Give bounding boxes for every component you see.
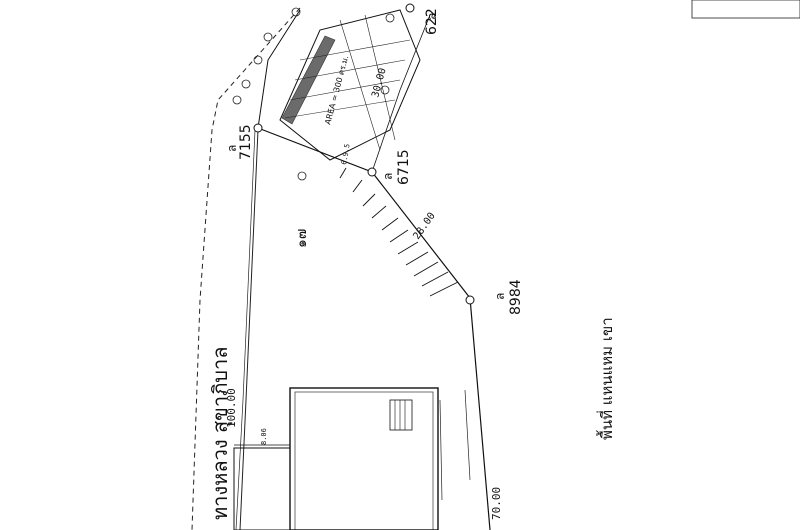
building-dark-strip xyxy=(281,35,336,125)
peg-prefix-6715: ล xyxy=(381,173,395,180)
road-edge-line-2 xyxy=(235,129,256,530)
parcel-boundary-right-top xyxy=(371,14,431,173)
peg-prefix-622: ล xyxy=(425,13,439,20)
dim-70: 70.00 xyxy=(490,487,503,520)
parcel-boundary-top xyxy=(257,9,301,129)
dim-small-1: 6.9.5 xyxy=(340,143,352,165)
peg-6715 xyxy=(367,167,377,177)
peg-8984 xyxy=(465,295,475,305)
dim-100: 100.00 xyxy=(225,388,238,428)
dim-small-2: 8.06 xyxy=(260,428,268,445)
lower-building xyxy=(233,387,439,530)
peg-label-622: 622 xyxy=(424,8,440,35)
upper-building xyxy=(279,9,421,161)
peg-7155 xyxy=(253,123,263,133)
parcel-boundary xyxy=(257,127,491,530)
road-name-label: ทางหลวง สุขาภิบาล xyxy=(208,347,233,520)
legend-corner-box xyxy=(691,0,800,19)
peg-prefix-8984: ล xyxy=(493,293,507,300)
dim-28: 28.00 xyxy=(411,211,437,242)
peg-label-6715: 6715 xyxy=(396,149,412,185)
peg-prefix-7155: ล xyxy=(225,145,239,152)
peg-label-7155: 7155 xyxy=(238,124,254,160)
peg-622 xyxy=(405,3,415,13)
peg-label-8984: 8984 xyxy=(508,279,524,315)
road-edge-line xyxy=(239,129,259,530)
region-label: พื้นที่ แหนแหม เขา xyxy=(596,317,616,440)
slope-hatching xyxy=(339,167,459,297)
road-boundary-dashed xyxy=(191,7,301,530)
dimension-lines xyxy=(439,389,471,501)
parcel-number: ๑๗ xyxy=(294,229,310,248)
boundary-pegs xyxy=(253,3,475,305)
grid-markers xyxy=(232,7,395,181)
